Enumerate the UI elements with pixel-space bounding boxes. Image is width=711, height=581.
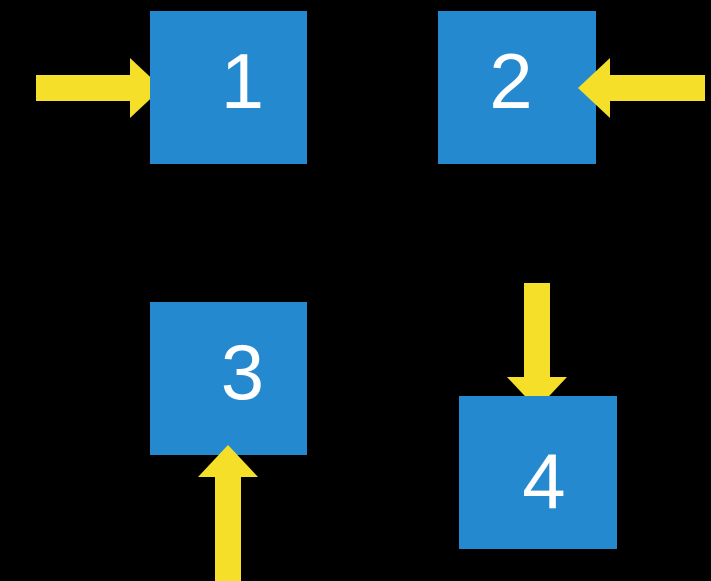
node-label-1: 1 — [220, 36, 265, 125]
node-label-4: 4 — [522, 436, 566, 525]
arrow-down-into-node-4 — [507, 283, 567, 409]
node-label-3: 3 — [220, 327, 265, 416]
arrow-right-into-node-1 — [36, 58, 162, 118]
node-box-1[interactable]: 1 — [150, 11, 307, 164]
arrow-left-into-node-2 — [578, 58, 705, 118]
arrow-up-into-node-3 — [198, 445, 258, 581]
node-box-3[interactable]: 3 — [150, 302, 307, 455]
node-box-2[interactable]: 2 — [438, 11, 596, 164]
node-box-4[interactable]: 4 — [459, 396, 617, 549]
node-label-2: 2 — [489, 36, 533, 125]
